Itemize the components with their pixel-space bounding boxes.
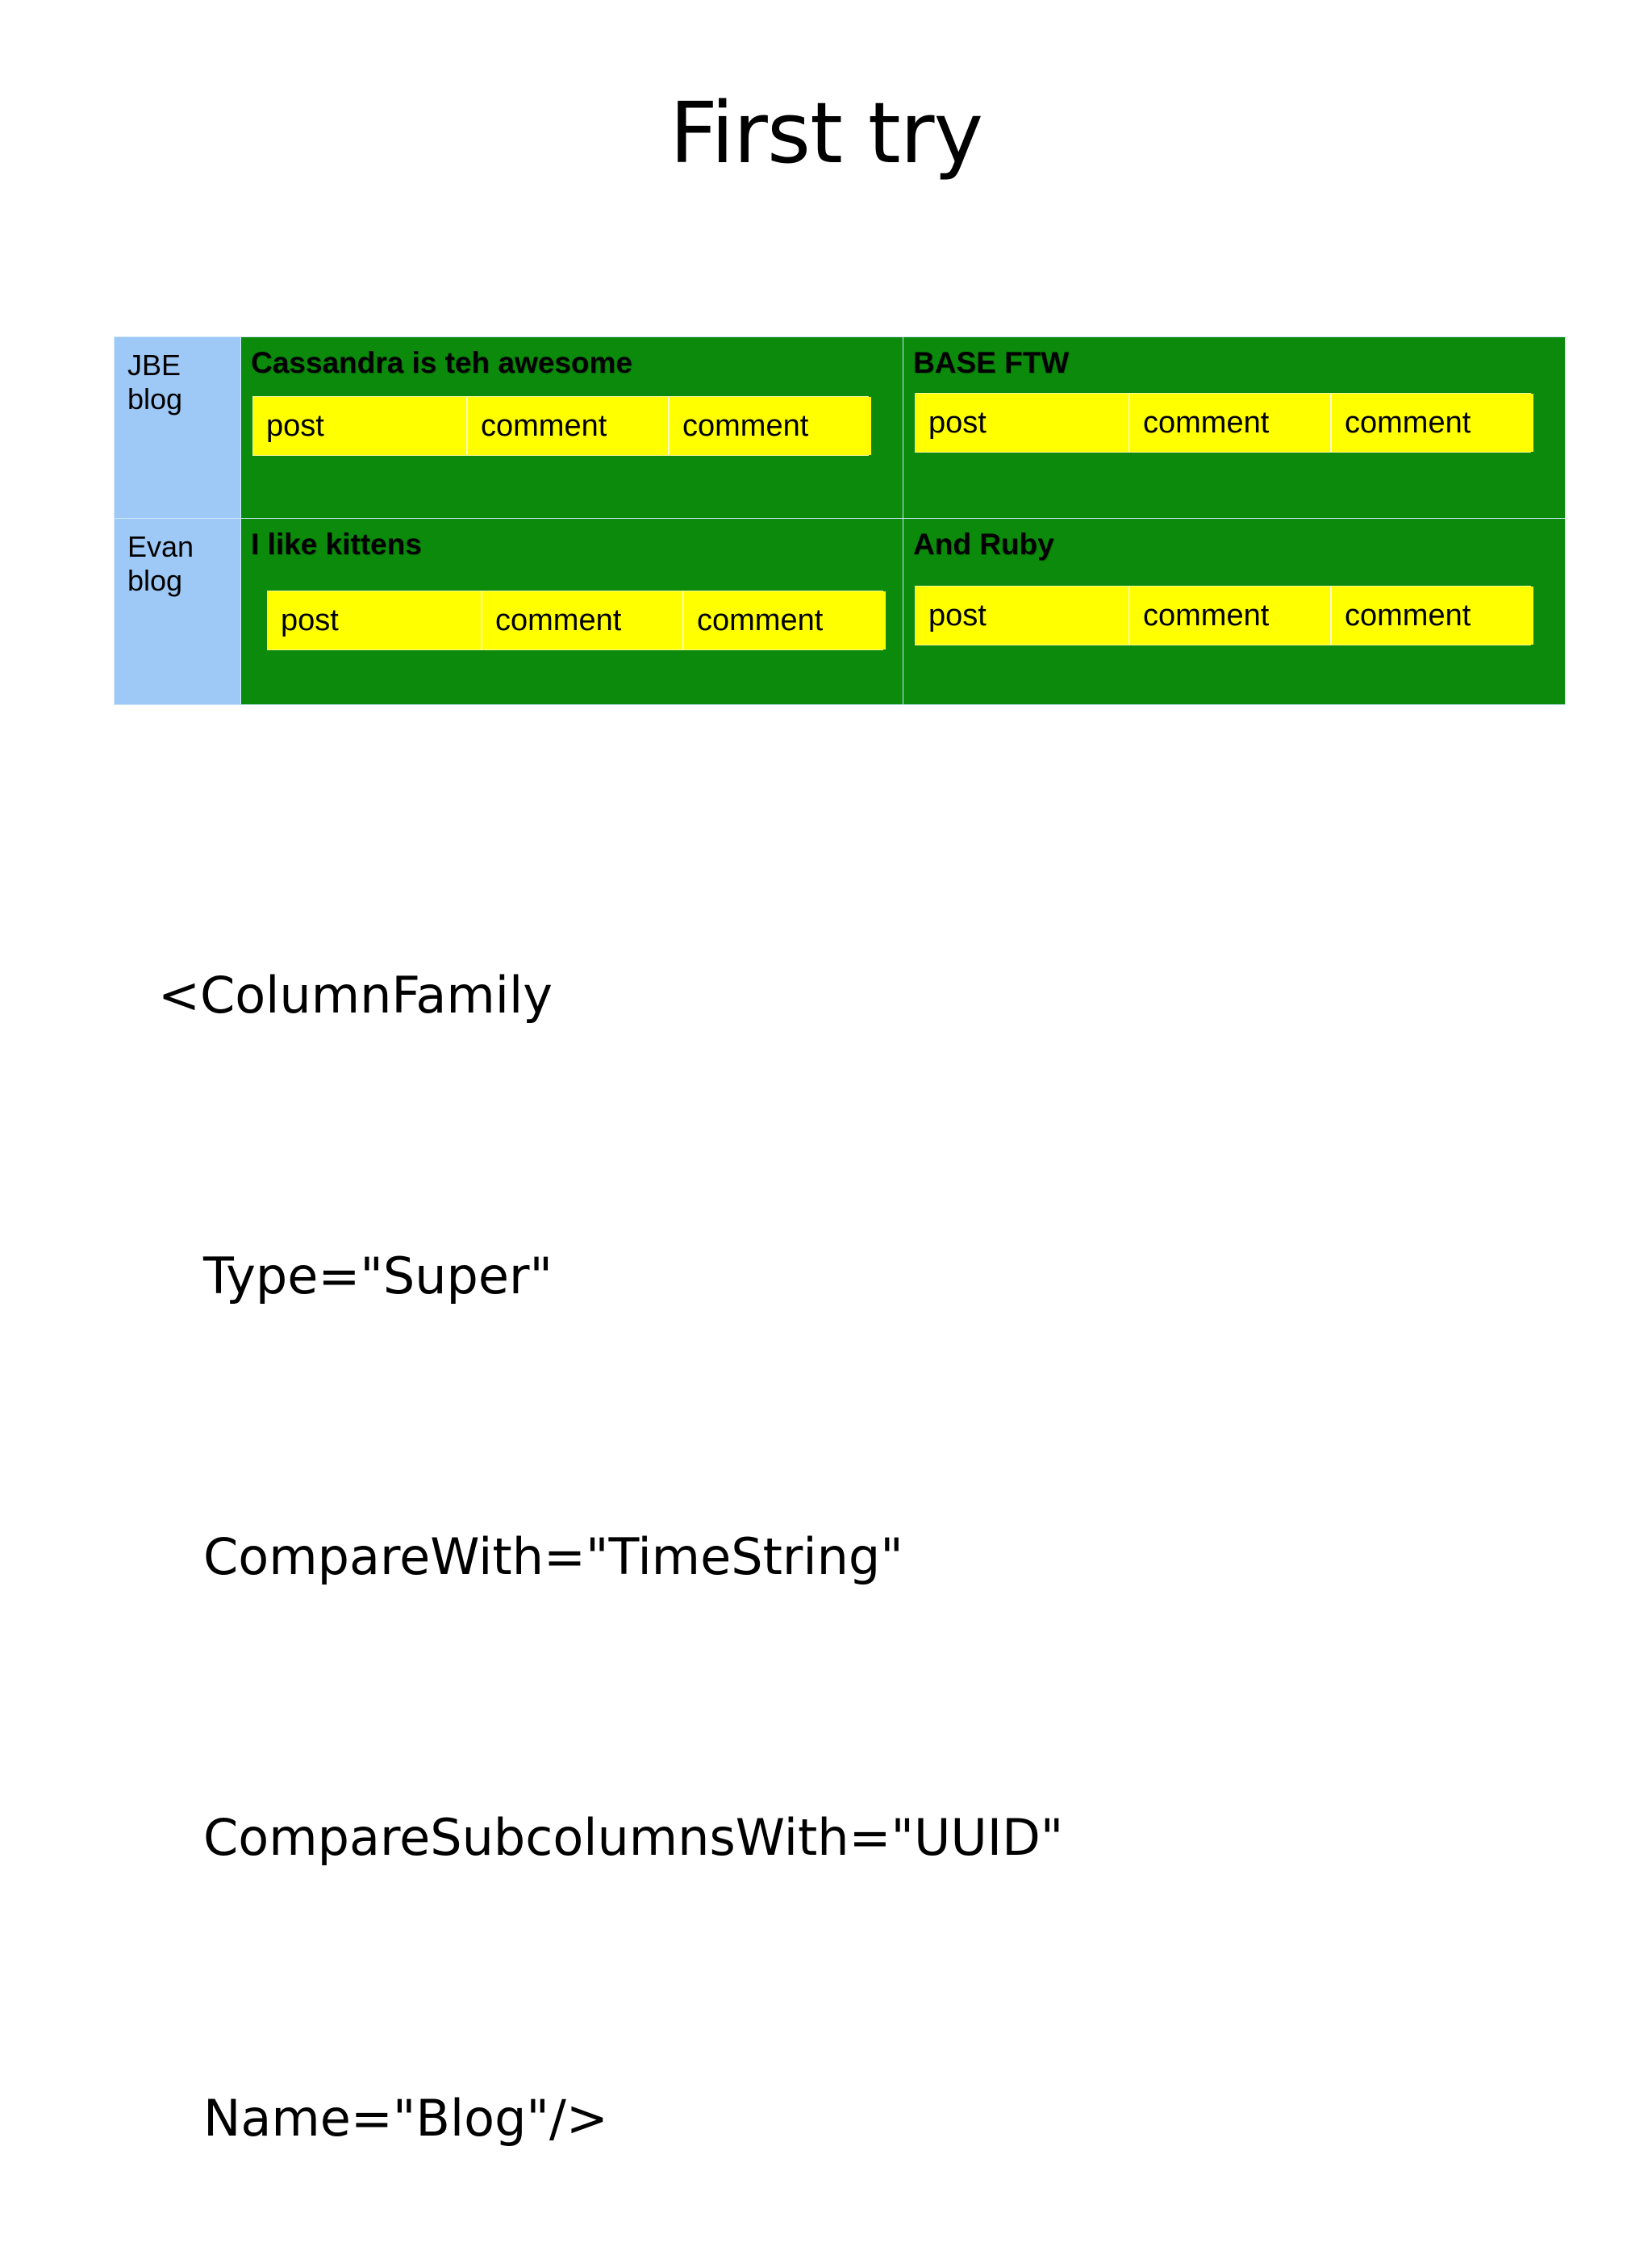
sub-column-strip: post comment comment (267, 590, 886, 650)
row-key-line-1: JBE (127, 349, 181, 382)
sub-column-comment: comment (1332, 393, 1533, 452)
xml-snippet: <ColumnFamily Type="Super" CompareWith="… (158, 762, 1063, 2259)
row-key-line-2: blog (127, 382, 183, 416)
row-key-line-2: blog (127, 564, 183, 598)
super-column-name: Cassandra is teh awesome (251, 346, 632, 379)
row-key-cell-evan: Evan blog (114, 518, 241, 705)
super-column-family-table: JBE blog Cassandra is teh awesome post c… (114, 336, 1566, 705)
sub-column-strip-wrapper: post comment comment (249, 590, 895, 650)
sub-column-post: post (268, 591, 482, 649)
super-column-name: I like kittens (251, 528, 422, 561)
sub-column-strip-wrapper: post comment comment (912, 585, 1557, 645)
sub-column-comment: comment (1130, 586, 1332, 645)
table-row: JBE blog Cassandra is teh awesome post c… (114, 336, 1566, 519)
row-key-cell-jbe: JBE blog (114, 336, 241, 519)
table-row: Evan blog I like kittens post comment co… (114, 518, 1566, 705)
super-column-name: BASE FTW (913, 346, 1070, 379)
super-column-cell-cassandra: Cassandra is teh awesome post comment co… (240, 336, 903, 519)
super-column-name: And Ruby (913, 528, 1054, 561)
sub-column-comment: comment (670, 396, 871, 455)
sub-column-post: post (253, 396, 468, 455)
sub-column-post: post (916, 393, 1130, 452)
xml-line-1: Type="Super" (203, 1246, 553, 1305)
sub-column-comment: comment (468, 396, 670, 455)
super-column-cell-base-ftw: BASE FTW post comment comment (903, 336, 1566, 519)
sub-column-post: post (916, 586, 1130, 645)
xml-line-4: Name="Blog"/> (203, 2089, 608, 2148)
xml-line-3: CompareSubcolumnsWith="UUID" (203, 1808, 1064, 1867)
sub-column-comment: comment (684, 591, 886, 649)
super-column-cell-i-like-kittens: I like kittens post comment comment (240, 518, 903, 705)
xml-line-2: CompareWith="TimeString" (203, 1527, 903, 1586)
sub-column-strip: post comment comment (915, 392, 1533, 453)
sub-column-strip-wrapper: post comment comment (912, 392, 1557, 453)
super-column-cell-and-ruby: And Ruby post comment comment (903, 518, 1566, 705)
sub-column-comment: comment (482, 591, 684, 649)
sub-column-strip-wrapper: post comment comment (249, 395, 895, 456)
page-title: First try (669, 84, 983, 182)
sub-column-comment: comment (1332, 586, 1533, 645)
row-key-line-1: Evan (127, 530, 194, 563)
sub-column-strip: post comment comment (252, 395, 871, 456)
sub-column-comment: comment (1130, 393, 1332, 452)
xml-line-0: <ColumnFamily (158, 966, 553, 1025)
sub-column-strip: post comment comment (915, 585, 1533, 645)
